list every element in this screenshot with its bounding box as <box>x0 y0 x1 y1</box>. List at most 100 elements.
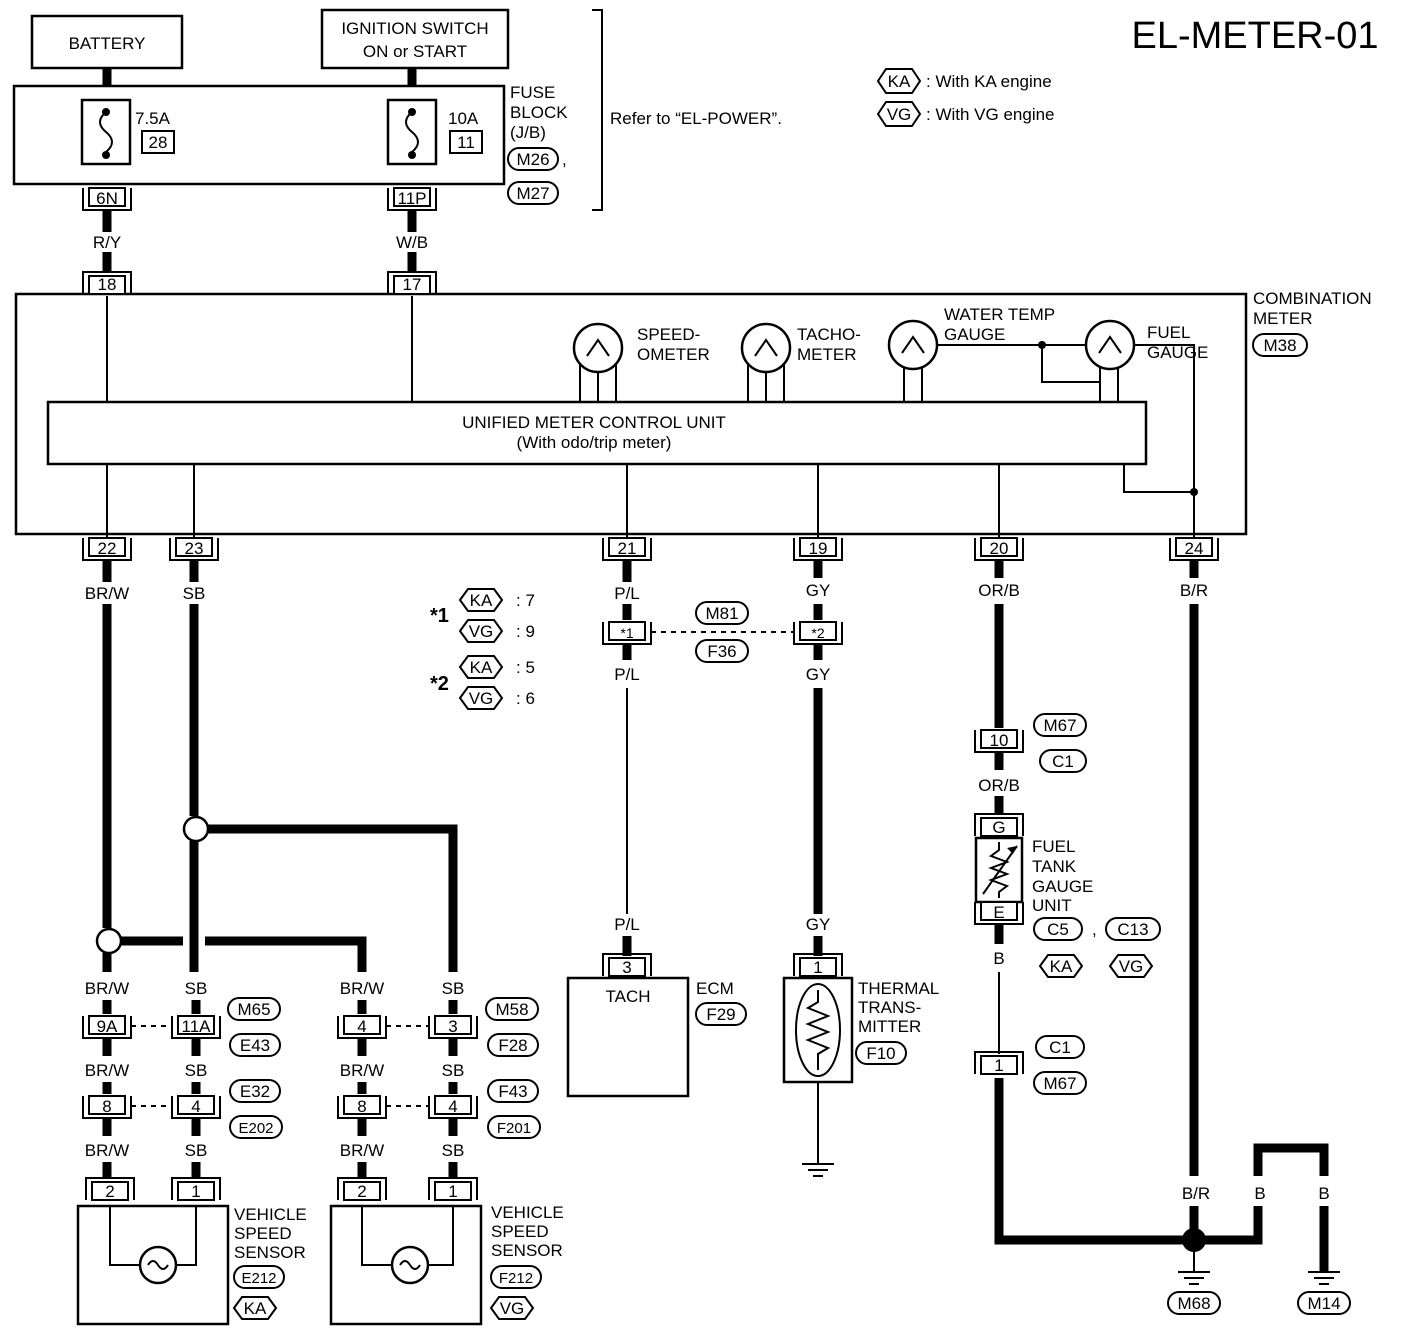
ground-m68-tag <box>1167 1291 1221 1315</box>
ecm-tach-label: TACH <box>605 987 650 1006</box>
ground-symbol-m14 <box>1308 1271 1340 1285</box>
ka-sensor-label-2: SPEED <box>234 1224 292 1243</box>
pin-17: 17 <box>403 275 422 294</box>
fuse-conn-m26: M26 <box>516 150 549 169</box>
vg-pin-1: 1 <box>448 1182 457 1201</box>
fuel-conn-c1: C1 <box>1052 752 1074 771</box>
ka-wire-brw-1: BR/W <box>85 979 129 998</box>
fuse-conn-m27-tag <box>507 181 559 205</box>
note-star2-ka-tag <box>458 655 504 679</box>
ka-pin-11a: 11A <box>182 1017 212 1036</box>
vg-wire-brw-2: BR/W <box>340 1061 384 1080</box>
wire-label-sb-main: SB <box>183 584 206 603</box>
thermal-conn-tag <box>855 1041 907 1065</box>
note-star1: *1 <box>430 605 449 627</box>
vg-sensor-label-1: VEHICLE <box>491 1203 564 1222</box>
fuse-28-number-box <box>141 130 175 154</box>
fuel-wire-b: B <box>993 949 1004 968</box>
pin-star2: *2 <box>811 625 824 641</box>
ka-pin-1: 1 <box>191 1182 200 1201</box>
ka-sensor-label-3: SENSOR <box>234 1243 306 1262</box>
fuel-conn2-c1-tag <box>1035 1035 1085 1059</box>
vg-sensor-engine: VG <box>500 1299 525 1318</box>
fuse-28-number: 28 <box>149 133 168 152</box>
vg-conn-m58: M58 <box>495 1000 528 1019</box>
ka-wire-sb-2: SB <box>185 1061 208 1080</box>
speedometer-gauge <box>572 322 624 402</box>
ka-pin-4: 4 <box>191 1097 200 1116</box>
fuel-gauge-label-1: FUEL <box>1147 323 1190 342</box>
wire-b-bridge <box>1253 1143 1329 1176</box>
note-star1-vg-tag <box>458 619 504 643</box>
vg-sensor-label-3: SENSOR <box>491 1241 563 1260</box>
vg-sensor-ac-wave <box>399 1260 421 1270</box>
note-star2-vg: VG <box>469 689 494 708</box>
speedometer-label-1: SPEED- <box>637 325 700 344</box>
fuel-conn-sep: , <box>1092 920 1097 939</box>
ka-pin-2: 2 <box>105 1182 114 1201</box>
ka-wire-brw-2: BR/W <box>85 1061 129 1080</box>
thermal-label-1: THERMAL <box>858 979 939 998</box>
fuel-ka-tag <box>1038 954 1084 978</box>
vg-conn-f201-tag <box>487 1115 541 1139</box>
wire-label-gy-3: GY <box>806 915 831 934</box>
pin-star1: *1 <box>620 625 633 641</box>
ignition-label-1: IGNITION SWITCH <box>341 19 488 38</box>
fuse-11-rating: 10A <box>448 109 479 128</box>
wire-label-orb-main: OR/B <box>978 581 1020 600</box>
vg-conn-f28-tag <box>487 1033 539 1057</box>
meter-name-2: METER <box>1253 309 1313 328</box>
diagram-title: EL-METER-01 <box>1131 15 1378 57</box>
note-star1-ka-value: : 7 <box>516 591 535 610</box>
ka-conn-e43: E43 <box>240 1036 270 1055</box>
vg-sensor-conn-tag <box>490 1265 542 1289</box>
ka-sensor-engine: KA <box>244 1299 267 1318</box>
ecm-box <box>566 976 690 1098</box>
pin-23: 23 <box>185 539 204 558</box>
fuse-11-bottom-node <box>408 151 416 159</box>
fuel-unit-pin-e: E <box>993 903 1004 922</box>
fuel-tank-gauge-unit <box>974 813 1024 925</box>
ground-m68: M68 <box>1177 1294 1210 1313</box>
pin-11p: 11P <box>398 189 427 208</box>
fuel-gauge-label-2: GAUGE <box>1147 343 1208 362</box>
refer-el-power: Refer to “EL-POWER”. <box>610 109 782 128</box>
ka-wire-brw-3: BR/W <box>85 1141 129 1160</box>
vg-sensor-engine-tag <box>489 1296 535 1320</box>
wire-b-splice <box>1194 1206 1263 1245</box>
fuse-11-element <box>405 111 419 153</box>
fuel-vg: VG <box>1119 957 1144 976</box>
fuel-wire-orb: OR/B <box>978 776 1020 795</box>
vg-legend-text: : With VG engine <box>926 105 1055 124</box>
fuel-conn-m67-tag <box>1033 713 1087 737</box>
wire-b-to-ground <box>994 1078 1194 1245</box>
fuse-conn-separator: , <box>562 150 567 169</box>
control-unit-label-2: (With odo/trip meter) <box>517 433 672 452</box>
water-temp-label-2: GAUGE <box>944 325 1005 344</box>
vg-tag-text: VG <box>887 105 912 124</box>
ground-m14-tag <box>1297 1291 1351 1315</box>
vg-pin-4b: 4 <box>448 1097 457 1116</box>
fuel-unit-label-1: FUEL <box>1032 837 1075 856</box>
thermal-label-3: MITTER <box>858 1017 921 1036</box>
vg-wire-sb-2: SB <box>442 1061 465 1080</box>
ka-sensor-wire-a <box>109 1206 140 1266</box>
note-star1-ka: KA <box>470 591 493 610</box>
ground-wire-br: B/R <box>1182 1184 1210 1203</box>
vg-pin-4: 4 <box>357 1017 366 1036</box>
ka-wire-sb-3: SB <box>185 1141 208 1160</box>
note-star2-vg-tag <box>458 686 504 710</box>
pin-6n: 6N <box>96 189 118 208</box>
note-star2-vg-value: : 6 <box>516 689 535 708</box>
ka-sensor-conn: E212 <box>241 1270 276 1287</box>
wire-label-pl-3: P/L <box>614 915 640 934</box>
wire-label-br-main: B/R <box>1180 581 1208 600</box>
ka-conn-e202-tag <box>229 1115 283 1139</box>
thermal-conn: F10 <box>866 1044 895 1063</box>
ka-sensor-conn-tag <box>233 1265 285 1289</box>
conn-m81: M81 <box>705 604 738 623</box>
fuel-unit-label-2: TANK <box>1032 857 1077 876</box>
wire-sb-to-vg <box>208 824 458 972</box>
ecm-conn: F29 <box>706 1005 735 1024</box>
